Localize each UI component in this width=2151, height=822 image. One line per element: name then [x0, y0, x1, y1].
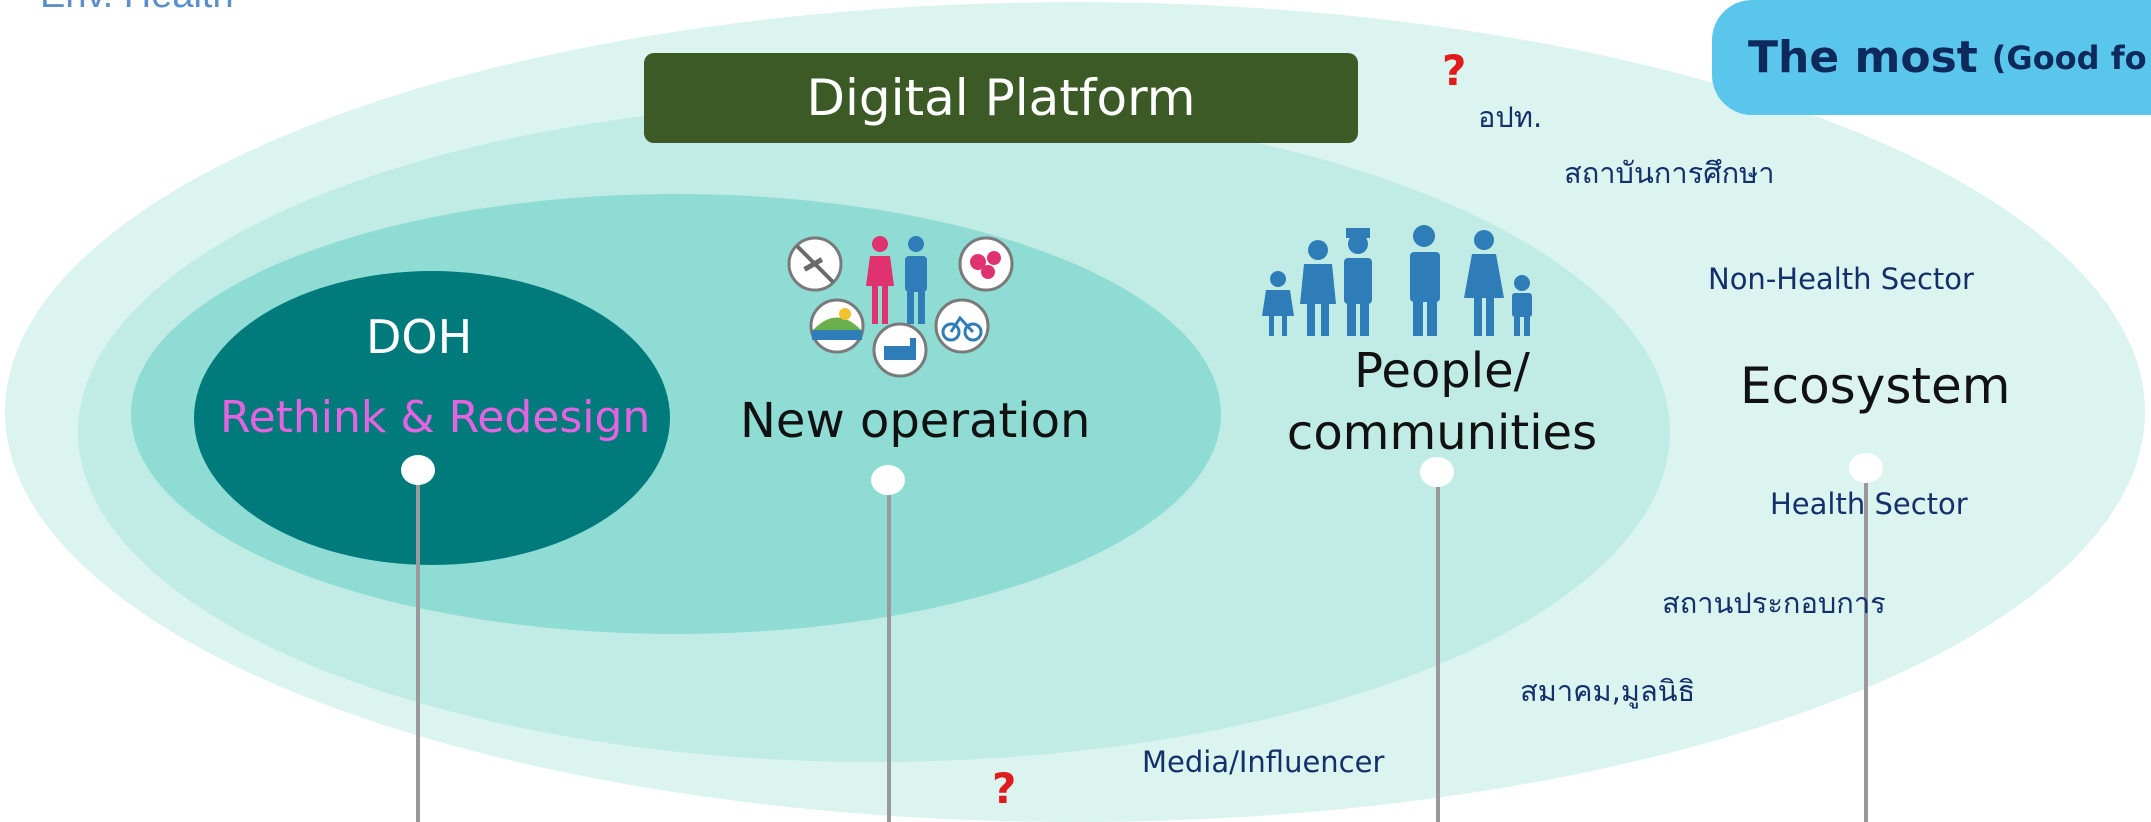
pin-head-doh	[401, 455, 435, 485]
stakeholder-association: สมาคม,มูลนิธิ	[1520, 674, 1696, 708]
page-header-title: Env. Health	[40, 0, 234, 17]
callout-strong-text: The most	[1748, 32, 1978, 83]
callout-rest-text: (Good fo	[1991, 38, 2147, 77]
new-operation-label: New operation	[740, 393, 1091, 449]
digital-platform-label: Digital Platform	[806, 69, 1196, 127]
ecosystem-label: Ecosystem	[1740, 357, 2011, 415]
stakeholder-business: สถานประกอบการ	[1662, 586, 1886, 620]
bicycle-icon	[934, 298, 990, 354]
pin-line-people	[1436, 472, 1440, 822]
stakeholder-non-health: Non-Health Sector	[1708, 262, 1974, 296]
pin-head-ecosystem	[1849, 453, 1883, 483]
food-icon	[958, 236, 1014, 292]
pin-head-operation	[871, 465, 905, 495]
man-woman-icon	[866, 236, 927, 324]
pin-line-operation	[887, 480, 891, 822]
nature-icon	[809, 298, 865, 354]
stakeholder-local-gov: อปท.	[1478, 100, 1543, 134]
digital-platform-banner: Digital Platform	[644, 53, 1358, 143]
pin-line-ecosystem	[1864, 468, 1868, 822]
stakeholder-media: Media/Influencer	[1142, 745, 1385, 779]
doh-label: DOH	[366, 310, 473, 364]
question-mark-top: ?	[1442, 46, 1467, 95]
no-smoking-icon	[787, 236, 843, 292]
doh-core	[194, 271, 670, 565]
family-icon	[1262, 225, 1532, 336]
stakeholder-health: Health Sector	[1770, 487, 1968, 521]
the-most-callout: The most (Good fo	[1712, 0, 2151, 115]
pin-line-doh	[416, 470, 420, 822]
question-mark-bottom: ?	[992, 764, 1017, 813]
pin-head-people	[1420, 457, 1454, 487]
people-communities-label: People/ communities	[1286, 343, 1598, 461]
water-tank-icon	[872, 322, 928, 378]
stakeholder-education: สถาบันการศึกษา	[1564, 156, 1775, 190]
rethink-redesign-label: Rethink & Redesign	[220, 392, 651, 443]
